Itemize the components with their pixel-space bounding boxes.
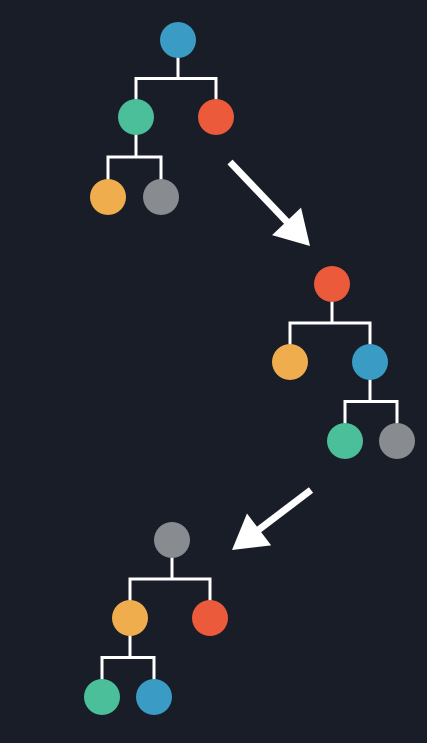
- tree-1-node-left: [118, 99, 154, 135]
- tree-3-node-left-left: [84, 679, 120, 715]
- arrow-2-shaft: [255, 487, 314, 534]
- arrows: [227, 159, 314, 550]
- tree-2-node-root: [314, 266, 350, 302]
- tree-1-edge-left: [106, 132, 163, 182]
- tree-2-node-left: [272, 344, 308, 380]
- tree-1-node-right: [198, 99, 234, 135]
- tree-1-node-left-right: [143, 179, 179, 215]
- tree-2: [272, 266, 415, 459]
- tree-2-edge-root: [288, 299, 372, 347]
- tree-1-node-root: [160, 22, 196, 58]
- tree-3-edge-left: [100, 633, 156, 682]
- tree-2-node-right-left: [327, 423, 363, 459]
- tree-3-node-left: [112, 600, 148, 636]
- tree-1-edge-root: [134, 55, 218, 102]
- tree-1-node-left-left: [90, 179, 126, 215]
- tree-3-node-left-right: [136, 679, 172, 715]
- tree-2-node-right: [352, 344, 388, 380]
- tree-3: [84, 522, 228, 715]
- tree-2-edge-right: [343, 377, 399, 426]
- tree-2-node-right-right: [379, 423, 415, 459]
- tree-3-node-root: [154, 522, 190, 558]
- arrow-2-head: [232, 513, 272, 550]
- arrow-1-head: [272, 207, 310, 246]
- arrow-1-shaft: [227, 159, 291, 226]
- tree-3-edge-root: [128, 555, 212, 603]
- tree-3-node-right: [192, 600, 228, 636]
- tree-1: [90, 22, 234, 215]
